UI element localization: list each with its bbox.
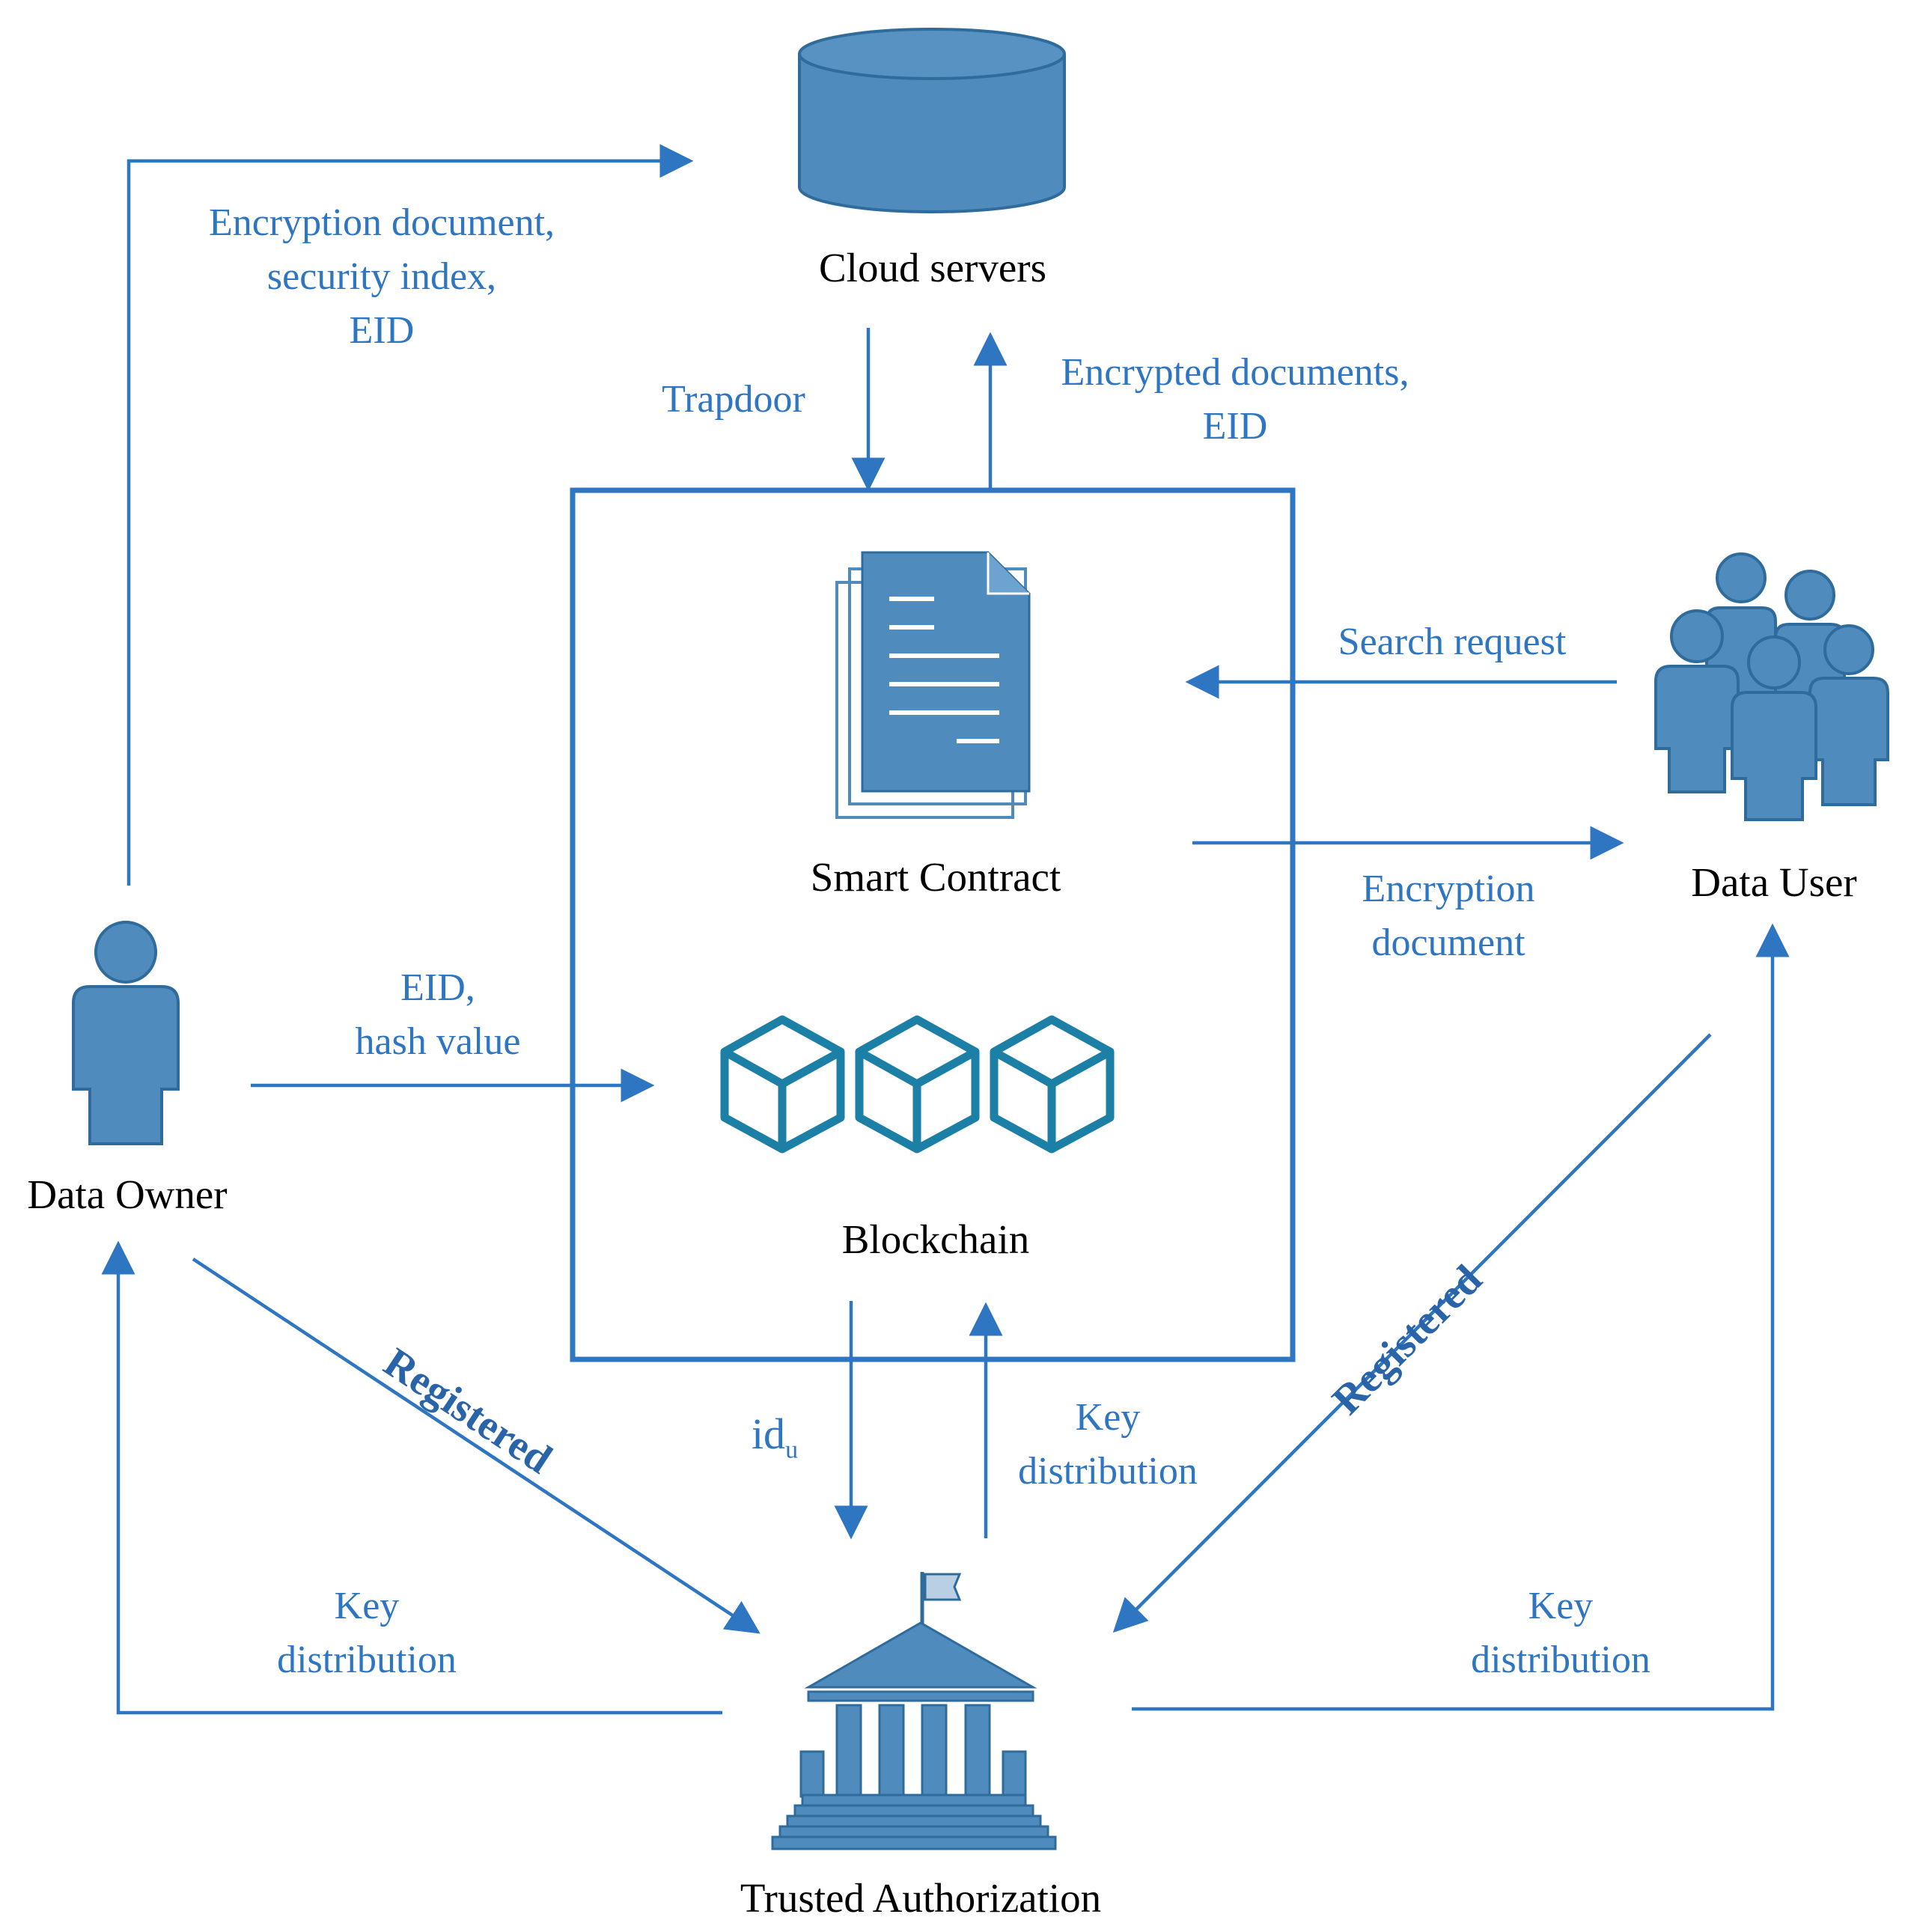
edge-label-trapdoor: Trapdoor bbox=[662, 378, 805, 421]
cube-icon bbox=[720, 1015, 845, 1154]
blockchain-cubes-icon bbox=[720, 1015, 1115, 1154]
edge-label-owner-to-cloud: Encryption document, security index, EID bbox=[208, 201, 555, 352]
edge-label-encryption-document: Encryption document bbox=[1362, 868, 1535, 964]
arrow-key-distribution-owner bbox=[101, 1240, 722, 1715]
person-icon bbox=[72, 921, 180, 1145]
cube-icon bbox=[990, 1015, 1115, 1154]
edge-label-key-distribution-owner: Key distribution bbox=[277, 1585, 457, 1681]
edge-label-key-distribution-user: Key distribution bbox=[1471, 1585, 1651, 1681]
cube-icon bbox=[855, 1015, 980, 1154]
building-icon bbox=[771, 1572, 1057, 1850]
edge-label-key-distribution-up: Key distribution bbox=[1018, 1396, 1198, 1493]
user-group-icon bbox=[1654, 552, 1889, 821]
smart-contract-label: Smart Contract bbox=[810, 854, 1061, 900]
edge-label-contract-to-cloud: Encrypted documents, EID bbox=[1061, 351, 1409, 448]
arrow-owner-to-cloud bbox=[127, 144, 694, 886]
database-icon bbox=[798, 28, 1066, 213]
arrow-registered-user bbox=[1112, 1033, 1712, 1633]
arrow-key-distribution-user bbox=[1132, 923, 1790, 1711]
data-user-label: Data User bbox=[1691, 859, 1857, 905]
data-owner-label: Data Owner bbox=[27, 1171, 228, 1217]
cloud-servers-label: Cloud servers bbox=[819, 245, 1046, 290]
edge-label-search-request: Search request bbox=[1338, 621, 1567, 663]
blockchain-label: Blockchain bbox=[841, 1216, 1030, 1262]
trusted-authorization-label: Trusted Authorization bbox=[740, 1875, 1102, 1921]
edge-label-owner-to-blockchain: EID, hash value bbox=[355, 966, 521, 1063]
arrow-registered-owner bbox=[192, 1258, 761, 1634]
edge-label-idu: idu bbox=[751, 1410, 799, 1464]
document-stack-icon bbox=[835, 551, 1031, 819]
blockchain-box bbox=[570, 487, 1296, 1362]
